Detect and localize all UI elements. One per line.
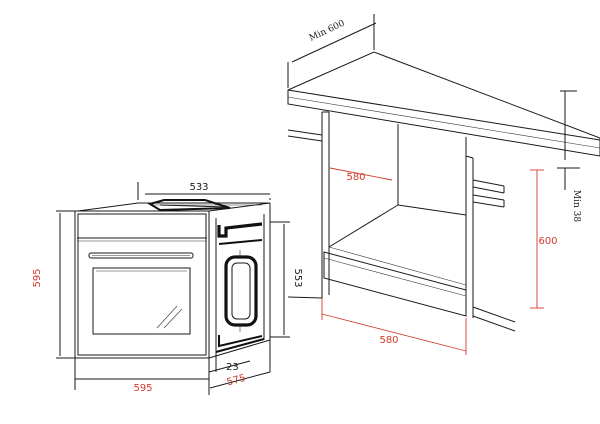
dim-height-595: 595 — [32, 210, 75, 359]
dim-min-600: Min 600 — [287, 14, 377, 88]
oven-top — [77, 202, 271, 212]
dim-text-min-38: Min 38 — [571, 190, 581, 222]
dim-width-595: 595 — [74, 358, 210, 395]
dim-text-533: 533 — [189, 182, 208, 193]
glass-reflection — [156, 305, 178, 329]
cabinet-right-panel — [465, 155, 516, 332]
dim-text-580-depth: 580 — [346, 172, 365, 183]
cabinet-drawing: Min 600 Min 38 580 600 580 — [287, 14, 600, 355]
dim-min-38: Min 38 — [557, 90, 581, 222]
dim-width-580: 580 — [321, 298, 467, 355]
dim-text-553: 553 — [292, 268, 303, 287]
door-handle — [88, 252, 194, 259]
side-bracket-top — [217, 222, 263, 238]
dim-text-min-600: Min 600 — [308, 19, 347, 44]
side-recess — [224, 255, 258, 327]
dim-height-600: 600 — [530, 169, 558, 309]
plinth — [323, 251, 467, 317]
dim-depth-533: 533 — [137, 182, 271, 200]
niche-back-floor — [397, 204, 467, 216]
dim-text-600: 600 — [538, 236, 557, 247]
dim-text-595-bottom: 595 — [133, 383, 152, 394]
dim-depth-575: 575 — [209, 340, 271, 389]
oven-drawing: 533 553 595 595 23 — [32, 182, 303, 395]
top-vent — [147, 199, 231, 212]
cabinet-left-panel — [287, 111, 330, 299]
dim-offset-23: 23 — [208, 352, 251, 373]
dim-text-23: 23 — [226, 362, 239, 373]
dim-height-553: 553 — [270, 221, 303, 338]
oven-front-panel — [74, 210, 210, 359]
worktop — [287, 51, 600, 157]
oven-window — [92, 267, 191, 335]
dim-text-575: 575 — [226, 373, 247, 389]
dim-text-580-width: 580 — [379, 335, 398, 346]
dim-depth-580: 580 — [329, 167, 393, 183]
dim-text-595-left: 595 — [32, 268, 43, 287]
